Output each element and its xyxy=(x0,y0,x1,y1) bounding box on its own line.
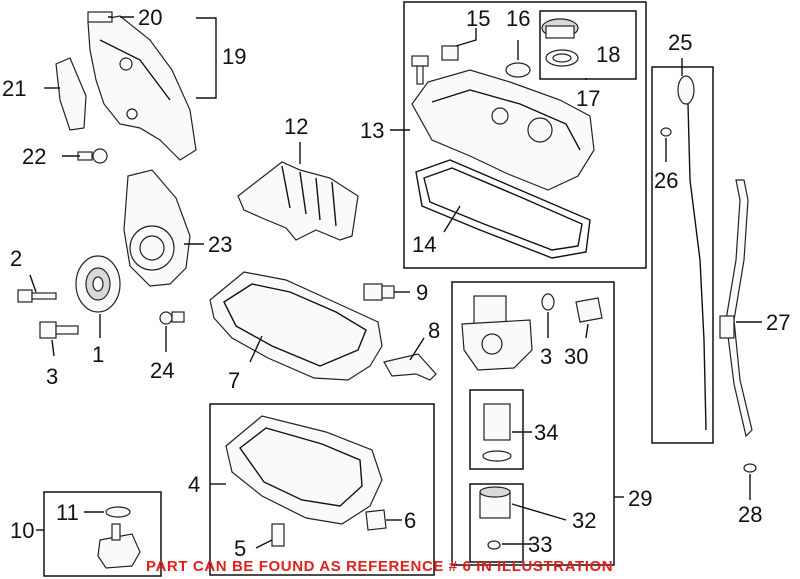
callout-17: 17 xyxy=(576,86,600,111)
callout-1: 1 xyxy=(92,342,104,367)
callout-9: 9 xyxy=(416,280,428,305)
callout-11: 11 xyxy=(56,500,79,525)
callout-19: 19 xyxy=(222,44,246,69)
callout-30: 30 xyxy=(564,344,588,369)
upper-oil-pan xyxy=(209,271,383,381)
callout-32: 32 xyxy=(572,508,596,533)
valve-cover-bolt xyxy=(411,45,459,85)
filler-cap-seal xyxy=(545,49,579,67)
cap-group-frame xyxy=(539,10,637,80)
callout-15: 15 xyxy=(466,6,490,31)
callout-27: 27 xyxy=(766,310,790,335)
oil-baffle xyxy=(237,161,359,241)
callout-23: 23 xyxy=(208,232,232,257)
drain-plug-frame xyxy=(43,491,162,577)
callout-12: 12 xyxy=(284,114,308,139)
pulley-bolt-2 xyxy=(17,289,57,303)
callout-16: 16 xyxy=(506,6,530,31)
pulley-bolt-3 xyxy=(39,321,79,339)
callout-21: 21 xyxy=(2,76,26,101)
callout-3: 3 xyxy=(46,364,58,389)
dipstick-group-frame xyxy=(651,66,714,444)
footer-note: PART CAN BE FOUND AS REFERENCE # 6 IN IL… xyxy=(146,558,613,575)
valve-cover xyxy=(411,69,595,191)
valve-cover-group-frame xyxy=(403,1,647,269)
crankshaft-pulley xyxy=(75,255,121,313)
callout-25: 25 xyxy=(668,30,692,55)
leader-lines xyxy=(29,16,762,549)
lower-oil-pan-frame xyxy=(209,403,435,576)
callout-33: 33 xyxy=(528,532,552,557)
callout-18: 18 xyxy=(596,42,620,67)
callout-26: 26 xyxy=(654,168,678,193)
oil-filler-cap xyxy=(541,18,579,39)
drain-plug-6 xyxy=(365,509,387,531)
callout-34: 34 xyxy=(534,420,558,445)
oil-filter-element xyxy=(482,403,512,462)
oil-level-sensor xyxy=(363,283,395,301)
filter-cap-o-ring xyxy=(487,540,501,550)
sensor-24 xyxy=(159,311,185,325)
oil-dipstick xyxy=(677,75,707,431)
callout-4: 4 xyxy=(188,472,200,497)
valve-cover-gasket xyxy=(415,159,591,259)
oil-filter-cap xyxy=(479,486,511,519)
callout-8: 8 xyxy=(428,318,440,343)
filter-cap-frame xyxy=(469,483,524,563)
oil-filter-group-frame xyxy=(451,281,615,566)
lower-oil-pan xyxy=(225,415,383,525)
callout-28: 28 xyxy=(738,502,762,527)
lower-timing-cover xyxy=(123,169,191,287)
filter-housing-gasket xyxy=(575,297,603,323)
callout-labels: 20 19 21 22 12 23 2 1 3 24 7 8 9 13 14 1… xyxy=(2,5,790,561)
upper-timing-cover xyxy=(87,15,197,161)
dipstick-o-ring xyxy=(660,127,672,137)
filter-element-frame xyxy=(469,389,524,470)
callout-14: 14 xyxy=(412,232,436,257)
callout-10: 10 xyxy=(10,518,34,543)
drain-plug-5 xyxy=(271,523,285,547)
callout-31: 3 xyxy=(540,344,552,369)
breather-valve xyxy=(505,62,531,78)
callout-29: 29 xyxy=(628,486,652,511)
drain-plug-assembly xyxy=(97,506,141,569)
callout-5: 5 xyxy=(234,536,246,561)
filter-housing-seal xyxy=(541,293,555,311)
callout-6: 6 xyxy=(404,508,416,533)
oil-filter-housing xyxy=(461,295,533,371)
dipstick-tube xyxy=(719,179,753,438)
timing-cover-seal xyxy=(55,57,87,131)
callout-2: 2 xyxy=(10,246,22,271)
callout-20: 20 xyxy=(138,5,162,30)
tube-o-ring xyxy=(743,463,757,473)
callout-13: 13 xyxy=(360,118,384,143)
callout-22: 22 xyxy=(22,144,46,169)
bolt-22 xyxy=(77,148,108,164)
sealant-tube xyxy=(383,353,437,381)
callout-7: 7 xyxy=(228,368,240,393)
callout-24: 24 xyxy=(150,358,174,383)
